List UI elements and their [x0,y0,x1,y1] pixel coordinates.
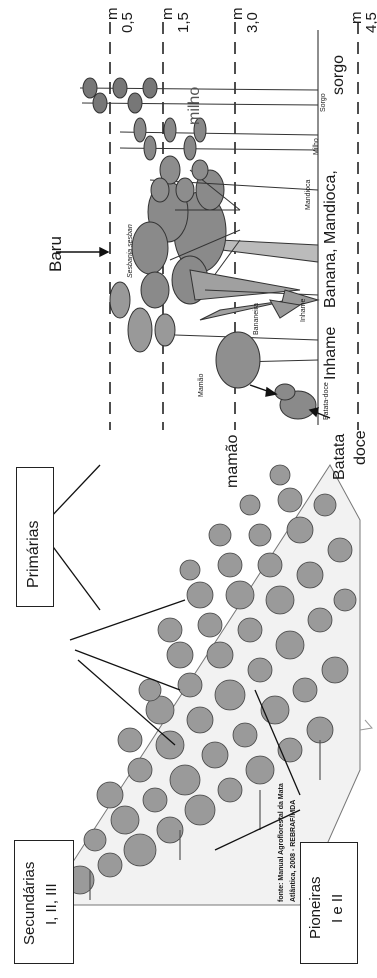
small-label-inhame: Inhame [300,299,307,322]
label-sorgo: sorgo [330,55,348,95]
height-value-1-5: 1,5 [175,12,192,33]
height-label-0-5: 0,5 [119,12,136,33]
source-line-1: fonte: Manual Agroflorestal da Mata [278,783,285,902]
height-unit-4-5: m [348,12,365,25]
height-value-4-5: 4,5 [363,12,377,33]
label-pioneiras-line2: I e II [329,894,346,923]
height-unit-4-5-text: m [348,12,365,25]
height-unit-3-0: m [229,8,246,21]
box-pioneiras: Pioneiras I e II [300,842,358,964]
small-label-mamao: Mamão [198,374,205,397]
box-secundarias: Secundárias I, II, III [14,840,74,964]
height-unit-1-5-text: m [159,8,176,21]
label-baru: Baru [46,236,66,272]
label-banana-mandioca: Banana, Mandioca, [322,170,340,308]
box-primarias: Primárias [16,467,54,607]
milho-plants [120,118,318,160]
label-mamao: mamão [224,435,242,488]
label-doce: doce [352,430,370,465]
batata-doce-plant [275,384,316,419]
label-batata: Batata [331,434,349,480]
height-label-4-5: 4,5 [364,12,377,33]
label-inhame: Inhame [322,327,340,380]
height-unit-0-5: m [104,8,121,21]
small-label-bananeira: Bananeira [253,303,260,335]
label-secundarias-line2: I, II, III [43,883,60,925]
small-label-milho: Milho [313,138,320,155]
label-primarias: Primárias [25,520,43,588]
height-unit-0-5-text: m [104,8,121,21]
height-value-3-0: 3,0 [244,12,261,33]
forest-illustration [45,465,372,905]
small-label-sesbania: Sesbania sesban [127,224,134,278]
height-unit-3-0-text: m [229,8,246,21]
height-unit-1-5: m [159,8,176,21]
source-line-2: Atlântica, 2008 - REBRAF/MDA [290,800,297,902]
small-label-mandioca: Mandioca [305,180,312,210]
small-label-sorgo: Sorgo [320,93,327,112]
height-label-1-5: 1,5 [175,12,192,33]
mamao-plant [216,332,318,388]
height-value-0-5: 0,5 [119,12,136,33]
height-label-3-0: 3,0 [244,12,261,33]
label-milho: milho [186,87,204,125]
label-secundarias-line1: Secundárias [21,862,38,945]
label-pioneiras-line1: Pioneiras [307,876,324,939]
small-label-batata: Batata-doce [323,382,330,420]
